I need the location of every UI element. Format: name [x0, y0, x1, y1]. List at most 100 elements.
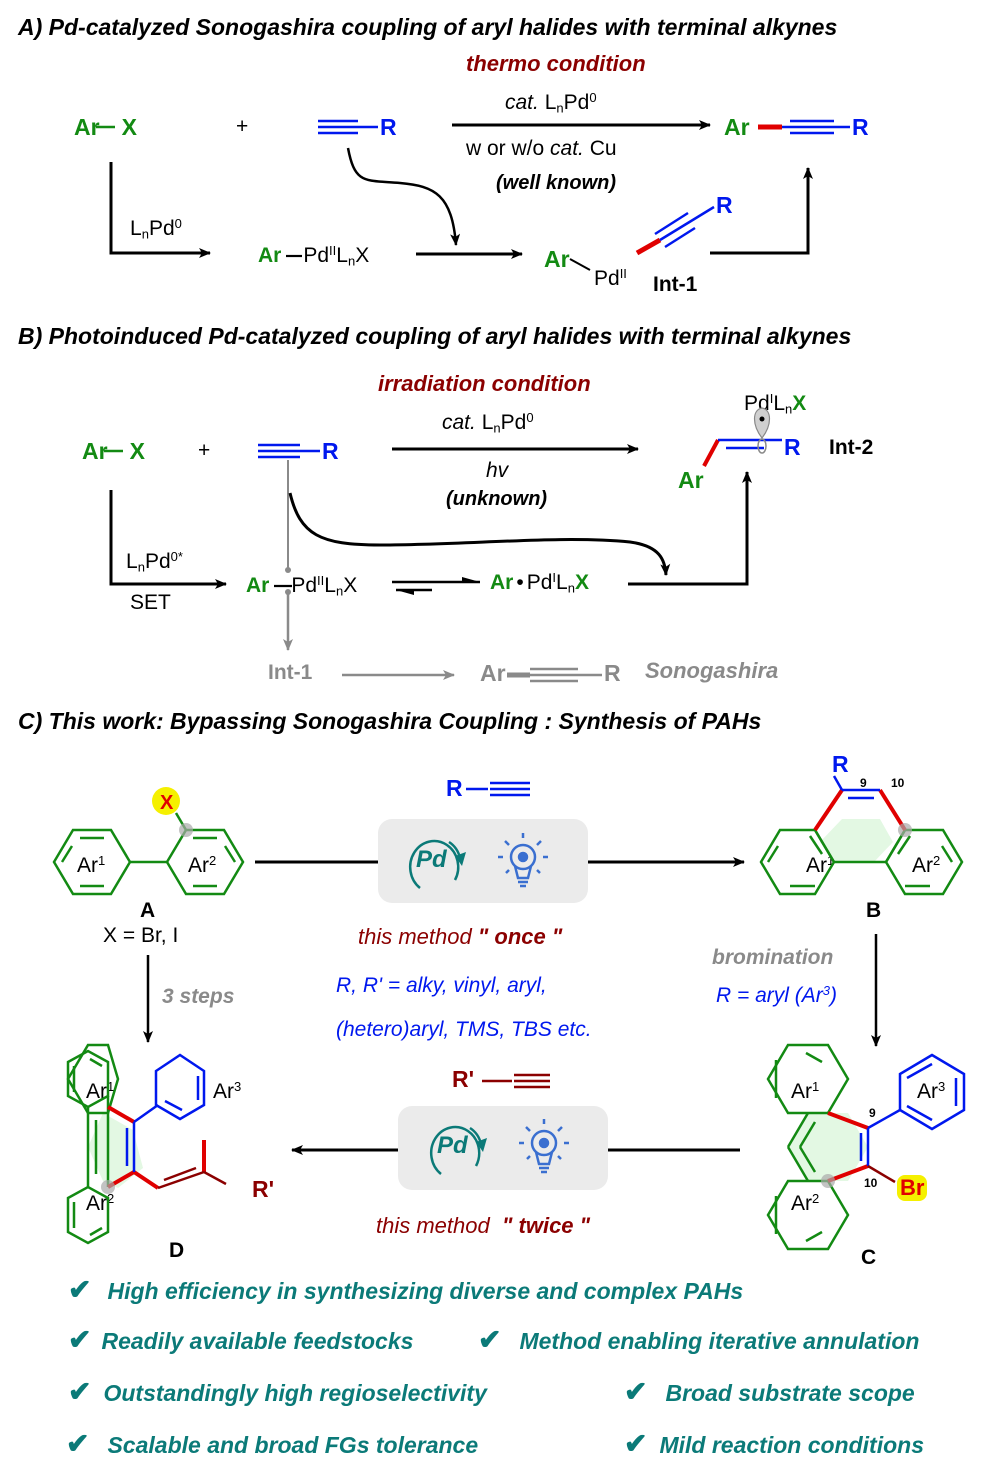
x-label: X [121, 114, 137, 140]
int2-new-bond [702, 439, 720, 467]
ar-index: 1 [812, 1078, 820, 1094]
ligand-sub: n [556, 100, 564, 116]
section-a-condition-title: thermo condition [466, 51, 646, 76]
curved-arrow-alkyne [346, 147, 461, 246]
feature-item: ✔ Method enabling iterative annulation [478, 1326, 919, 1354]
compound-a-label: A [140, 899, 156, 922]
side-int1-label: Int-1 [268, 661, 313, 684]
section-b-catalyst-label: cat. LnPd0 [442, 411, 534, 436]
section-b-hv: hv [486, 459, 509, 482]
compound-b-label: B [866, 899, 882, 922]
method-once-label: this method " once " [358, 926, 562, 948]
section-b-title: B) Photoinduced Pd-catalyzed coupling of… [18, 323, 852, 349]
reactive-site-marker [821, 1174, 835, 1188]
int2-pd-ligand: PdILnX [744, 392, 807, 417]
ligand-sub: n [785, 401, 793, 417]
section-b-condition-title: irradiation condition [378, 371, 591, 396]
int1-pd: PdII [594, 267, 627, 290]
section-a-note: (well known) [496, 172, 616, 194]
int1-triple-bond [654, 205, 715, 249]
feature-item: ✔High efficiency in synthesizing diverse… [68, 1276, 743, 1304]
equilibrium-reverse-head [396, 590, 414, 595]
x-label: X [792, 392, 807, 415]
pd-label: Pd [563, 91, 590, 114]
ar-label: Ar [86, 1192, 107, 1215]
method-twice-emphasis: " twice " [501, 1213, 591, 1238]
ar-label: Ar [82, 438, 108, 464]
ar-label: Ar [791, 1080, 812, 1103]
ligand-sub: n [137, 559, 145, 575]
feature-item: ✔Mild reaction conditions [624, 1430, 924, 1458]
check-icon: ✔ [478, 1324, 502, 1355]
ar-label: Ar [188, 854, 209, 877]
x-label: X [129, 438, 145, 464]
pd-oxidation: I [552, 569, 557, 585]
pd-label: Pd [303, 244, 330, 267]
aryl-halide-b: Ar X [82, 440, 145, 463]
compound-c-br-highlight: Br [897, 1175, 928, 1201]
pd-label: Pd [526, 571, 553, 594]
bromination-label: bromination [712, 946, 834, 969]
int2-ar: Ar [678, 467, 704, 493]
alkyne-r-a: R [380, 114, 397, 140]
int2-r: R [784, 434, 801, 460]
side-product-r: R [604, 660, 621, 686]
ligand-l: L [336, 244, 348, 267]
ligand-l: L [481, 411, 494, 434]
ligand-l: L [324, 574, 336, 597]
method-twice-label: this method " twice " [376, 1215, 590, 1237]
section-a-catalyst-label: cat. LnPd0 [505, 91, 597, 116]
three-steps-label: 3 steps [162, 985, 235, 1008]
ar-label: Ar [77, 854, 98, 877]
pd-label: Pd [594, 267, 620, 290]
ligand-sub: n [493, 420, 501, 436]
compound-a-x-definition: X = Br, I [103, 924, 179, 947]
compound-c-ar1: Ar1 [791, 1078, 820, 1103]
ar-index: 1 [107, 1078, 115, 1094]
int2-label: Int-2 [829, 436, 874, 459]
ar-index: 2 [209, 852, 217, 868]
new-ring-fill [88, 1113, 143, 1188]
catalysis-box-twice [398, 1106, 608, 1190]
ar-index: 2 [107, 1190, 115, 1206]
ar-label: Ar [806, 854, 827, 877]
compound-d-ar2: Ar2 [86, 1190, 115, 1215]
product-ar-a: Ar [724, 114, 750, 140]
reagent-rprime-alkyne: R' [452, 1066, 475, 1092]
feature-text: Method enabling iterative annulation [519, 1328, 920, 1354]
compound-c-structure [766, 1043, 966, 1251]
ar-index: 2 [812, 1190, 820, 1206]
pd-oxidation: II [329, 242, 337, 258]
feature-text: Mild reaction conditions [659, 1432, 924, 1458]
pd-oxidation: II [317, 572, 325, 588]
check-icon: ✔ [68, 1324, 92, 1355]
ar-label: Ar [213, 1080, 234, 1103]
ligand-l: L [130, 217, 142, 240]
pd-label: Pd [148, 217, 175, 240]
sonogashira-label: Sonogashira [645, 658, 779, 683]
plus-sign-b: + [198, 439, 211, 462]
pd-cycle-label-once: Pd [416, 846, 447, 873]
compound-b-pos9: 9 [860, 776, 867, 790]
check-icon: ✔ [624, 1376, 648, 1407]
ar-label: Ar [917, 1080, 938, 1103]
compound-b-r: R [832, 751, 849, 777]
equilibrium-forward-head [462, 577, 480, 582]
section-b-note: (unknown) [446, 488, 548, 510]
check-icon: ✔ [68, 1376, 92, 1407]
method-prefix: this method [376, 1213, 490, 1238]
section-c-title: C) This work: Bypassing Sonogashira Coup… [18, 708, 762, 734]
compound-c-label: C [861, 1246, 877, 1269]
ar-index: 3 [234, 1078, 242, 1094]
cu-label: Cu [589, 137, 617, 160]
ar-index: 3 [938, 1078, 946, 1094]
feature-item: ✔Broad substrate scope [624, 1378, 915, 1406]
x-label: X [343, 574, 358, 597]
alkyne-triple-bond-a [318, 119, 378, 135]
reactive-site-marker [898, 823, 912, 837]
r-aryl-sup: 3 [822, 982, 831, 998]
compound-a-ar1: Ar1 [77, 854, 105, 877]
ligand-l: L [544, 91, 557, 114]
feature-text: Readily available feedstocks [101, 1328, 414, 1354]
